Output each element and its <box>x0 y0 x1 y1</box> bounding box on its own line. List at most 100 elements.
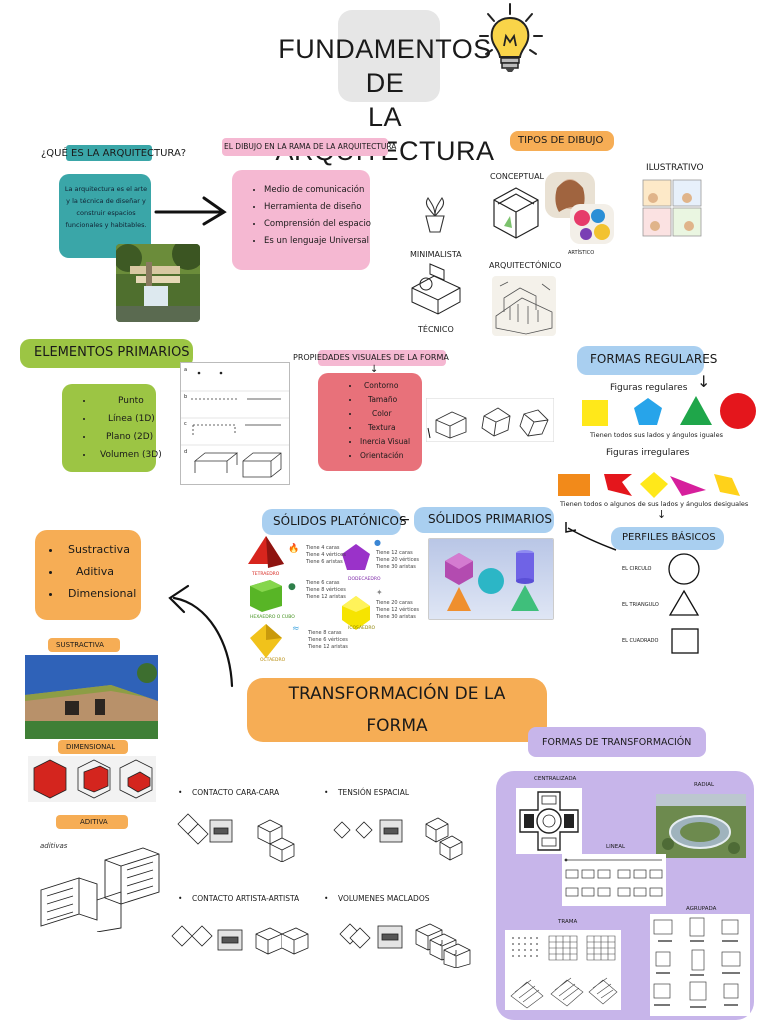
tipos-volumen-box <box>35 530 141 620</box>
icosaedro-info: Tiene 20 caras Tiene 12 vértices Tiene 3… <box>376 600 419 621</box>
tetraedro-info: Tiene 4 caras Tiene 4 vértices Tiene 6 a… <box>306 545 346 566</box>
architectural-sketch-image <box>492 276 556 336</box>
maclados-item: • VOLUMENES MACLADOS <box>324 894 430 903</box>
figuras-irregulares-caption: Tienen todos o algunos de sus lados y án… <box>560 500 749 508</box>
dimensional-label: DIMENSIONAL <box>66 743 116 751</box>
info-line: Tiene 4 vértices <box>306 552 346 558</box>
fire-icon: 🔥 <box>288 544 300 554</box>
info-line: Tiene 20 vértices <box>376 557 420 563</box>
propiedades-arrow-icon: ↓ <box>370 364 379 375</box>
conceptual-cube-sketch <box>493 187 539 239</box>
platonic-solids <box>248 536 370 658</box>
propiedades-item: Tamaño <box>360 395 410 405</box>
tipos-volumen-list: Sustractiva Aditiva Dimensional <box>46 541 136 607</box>
propiedades-list: Contorno Tamaño Color Textura Inercia Vi… <box>344 381 410 465</box>
curved-arrow-up-icon <box>168 584 234 688</box>
figuras-regulares-caption: Tienen todos sus lados y ángulos iguales <box>590 431 723 439</box>
info-line: Tiene 12 caras <box>376 550 413 556</box>
propiedades-box <box>318 373 422 471</box>
volumenes-maclados-diagrams <box>339 923 471 968</box>
que-es-body: La arquitectura es el arte y la técnica … <box>64 185 148 229</box>
lineal-diagram <box>562 854 666 906</box>
sustractiva-photo <box>25 655 158 739</box>
formas-transformacion-pill <box>528 727 706 757</box>
aditiva-pill <box>56 815 128 829</box>
dibujo-box <box>232 170 370 270</box>
figuras-regulares-label: Figuras regulares <box>610 383 688 393</box>
info-line: Tiene 30 aristas <box>376 564 416 570</box>
propiedades-item: Orientación <box>360 451 410 461</box>
info-line: Tiene 30 aristas <box>376 614 416 620</box>
info-line: Tiene 12 aristas <box>306 594 346 600</box>
elementos-item: Punto <box>94 394 162 408</box>
octaedro-label: OCTAEDRO <box>260 658 286 663</box>
contacto-artista-label: CONTACTO ARTISTA-ARTISTA <box>191 894 300 903</box>
maclados-label: VOLUMENES MACLADOS <box>337 894 430 903</box>
volumen-item: Aditiva <box>62 563 136 581</box>
elementos-item: Volumen (3D) <box>94 448 162 462</box>
radial-label: RADIAL <box>694 782 715 788</box>
lineal-label: LINEAL <box>606 844 626 850</box>
artistico-label: ARTÍSTICO <box>568 250 595 256</box>
figuras-irregulares-label: Figuras irregulares <box>606 448 690 458</box>
perfil-cuadrado-label: EL CUADRADO <box>622 638 659 644</box>
minimalist-sketch <box>425 197 445 233</box>
illustrative-comic-image <box>641 178 703 238</box>
tension-espacial-diagrams <box>333 817 463 861</box>
page-title-line2: LA ARQUITECTURA <box>275 102 494 166</box>
info-line: Tiene 6 aristas <box>306 559 343 565</box>
contacto-cara-item: • CONTACTO CARA-CARA <box>178 788 280 797</box>
dibujo-heading: EL DIBUJO EN LA RAMA DE LA ARQUITECTURA <box>224 142 397 151</box>
air-icon: ≈ <box>292 624 300 634</box>
info-line: Tiene 12 vértices <box>376 607 420 613</box>
propiedades-item: Contorno <box>360 381 410 391</box>
dibujo-item: Es un lenguaje Universal <box>264 235 371 248</box>
diagram-label-d: d <box>184 449 188 455</box>
aditiva-label: ADITIVA <box>80 818 108 826</box>
sustractiva-label: SUSTRACTIVA <box>56 641 104 649</box>
transformacion-line1: TRANSFORMACIÓN DE LA <box>288 684 506 704</box>
propiedades-heading: PROPIEDADES VISUALES DE LA FORMA <box>293 353 449 362</box>
elementos-heading: ELEMENTOS PRIMARIOS <box>34 345 190 360</box>
elementos-list: Punto Línea (1D) Plano (2D) Volumen (3D) <box>78 394 162 466</box>
regular-shapes <box>582 393 756 429</box>
trama-label: TRAMA <box>558 919 578 925</box>
dibujo-heading-highlight <box>222 138 388 156</box>
tecnico-label: TÉCNICO <box>418 325 454 334</box>
hexaedro-label: HEXAEDRO O CUBO <box>250 615 295 620</box>
ilustrativo-label: ILUSTRATIVO <box>646 163 704 173</box>
earth-icon: ● <box>288 582 296 592</box>
conceptual-label: CONCEPTUAL <box>490 172 545 181</box>
aditiva-sketch <box>40 847 160 932</box>
transformacion-box <box>247 678 547 742</box>
propiedades-heading-highlight <box>318 350 446 366</box>
tipos-heading-pill <box>510 131 614 151</box>
platonicos-pill <box>262 509 401 535</box>
centralizada-plan <box>516 788 582 854</box>
diagram-label-a: a <box>184 367 188 373</box>
elementos-heading-pill <box>20 339 193 368</box>
tension-label: TENSIÓN ESPACIAL <box>337 788 410 797</box>
centralizada-label: CENTRALIZADA <box>534 776 577 782</box>
solids-render-image <box>428 538 554 620</box>
propiedades-cubes-sketch <box>426 398 554 442</box>
dibujo-list: Medio de comunicación Herramienta de dis… <box>248 184 371 252</box>
info-line: Tiene 20 caras <box>376 600 413 606</box>
info-line: Tiene 12 aristas <box>308 644 348 650</box>
que-es-highlight <box>66 145 152 161</box>
dodecaedro-label: DODECAEDRO <box>348 577 381 582</box>
fallingwater-photo <box>116 244 200 322</box>
dimensional-pill <box>58 740 128 754</box>
contacto-artista-item: • CONTACTO ARTISTA-ARTISTA <box>178 894 300 903</box>
basic-profiles <box>668 553 700 654</box>
formas-transformacion-heading: FORMAS DE TRANSFORMACIÓN <box>542 737 692 748</box>
minimalista-label: MINIMALISTA <box>410 250 462 259</box>
volumen-item: Dimensional <box>62 585 136 603</box>
tipos-heading: TIPOS DE DIBUJO <box>518 135 604 146</box>
info-line: Tiene 8 caras <box>308 630 342 636</box>
dibujo-item: Herramienta de diseño <box>264 201 371 214</box>
transformacion-title: TRANSFORMACIÓN DE LA FORMA <box>247 678 547 742</box>
propiedades-item: Color <box>360 409 410 419</box>
sustractiva-pill <box>48 638 120 652</box>
dimensional-cubes-image <box>28 756 156 802</box>
